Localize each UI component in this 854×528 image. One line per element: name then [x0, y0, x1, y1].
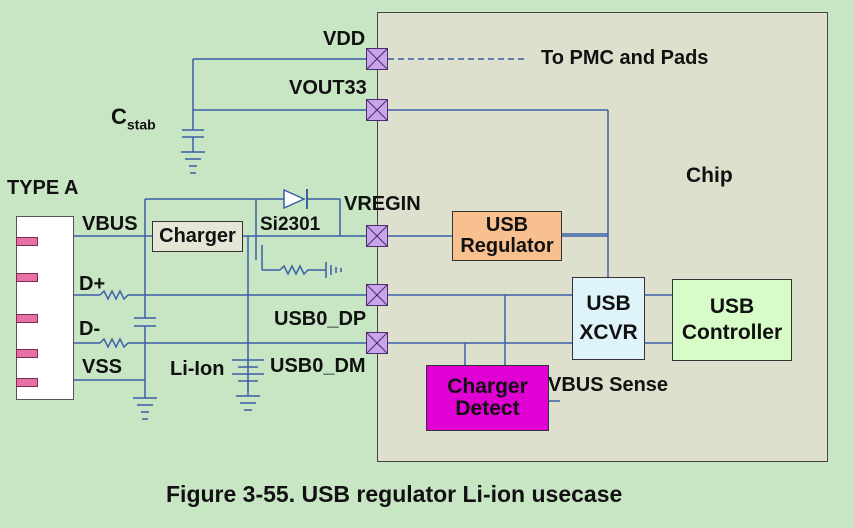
- connector-pin-4: [16, 349, 38, 358]
- connector-pin-2: [16, 273, 38, 282]
- connector-title: TYPE A: [7, 177, 79, 199]
- pin-label-vregin: VREGIN: [344, 193, 421, 215]
- charger-block: Charger: [152, 221, 243, 252]
- si2301-label: Si2301: [260, 214, 321, 235]
- pin-label-vdd: VDD: [323, 28, 366, 50]
- li-ion-label: Li-Ion: [170, 358, 225, 380]
- type-a-connector: [16, 216, 74, 400]
- usb-regulator-label-1: USB: [485, 214, 529, 236]
- vbus-sense-label: VBUS Sense: [548, 374, 669, 396]
- connector-pin-label-vbus: VBUS: [82, 213, 138, 235]
- usb-regulator-block: USB Regulator: [452, 211, 562, 261]
- cap-label-sub: stab: [126, 116, 156, 133]
- connector-pin-label-dplus: D+: [79, 273, 106, 295]
- pin-usb0-dm: [366, 332, 388, 354]
- connector-pin-3: [16, 314, 38, 323]
- usb-xcvr-label-1: USB: [586, 292, 631, 316]
- charger-detect-label-1: Charger: [447, 374, 528, 398]
- pin-usb0-dp: [366, 284, 388, 306]
- usb-xcvr-block: USB XCVR: [572, 277, 645, 360]
- pin-vregin: [366, 225, 388, 247]
- usb-controller-label-2: Controller: [681, 321, 783, 344]
- charger-detect-label-2: Detect: [455, 397, 520, 420]
- charger-detect-block: Charger Detect: [426, 365, 549, 431]
- cap-label-main: C: [111, 104, 127, 129]
- pin-vout33: [366, 99, 388, 121]
- pin-label-usb0-dm: USB0_DM: [270, 355, 366, 377]
- figure-caption: Figure 3-55. USB regulator Li-ion usecas…: [166, 481, 623, 507]
- pin-label-usb0-dp: USB0_DP: [274, 308, 367, 330]
- connector-pin-1: [16, 237, 38, 246]
- pin-vdd: [366, 48, 388, 70]
- chip-label: Chip: [686, 164, 733, 187]
- cap-label: Cstab: [111, 104, 156, 132]
- connector-pin-label-vss: VSS: [82, 356, 123, 378]
- usb-controller-label-1: USB: [709, 294, 755, 318]
- to-pmc-label: To PMC and Pads: [541, 47, 709, 69]
- connector-pin-5: [16, 378, 38, 387]
- usb-xcvr-label-2: XCVR: [579, 320, 638, 344]
- pin-label-vout33: VOUT33: [289, 77, 367, 99]
- charger-label: Charger: [159, 225, 236, 247]
- connector-pin-label-dminus: D-: [79, 318, 101, 340]
- usb-regulator-label-2: Regulator: [460, 235, 554, 257]
- usb-controller-block: USB Controller: [672, 279, 792, 361]
